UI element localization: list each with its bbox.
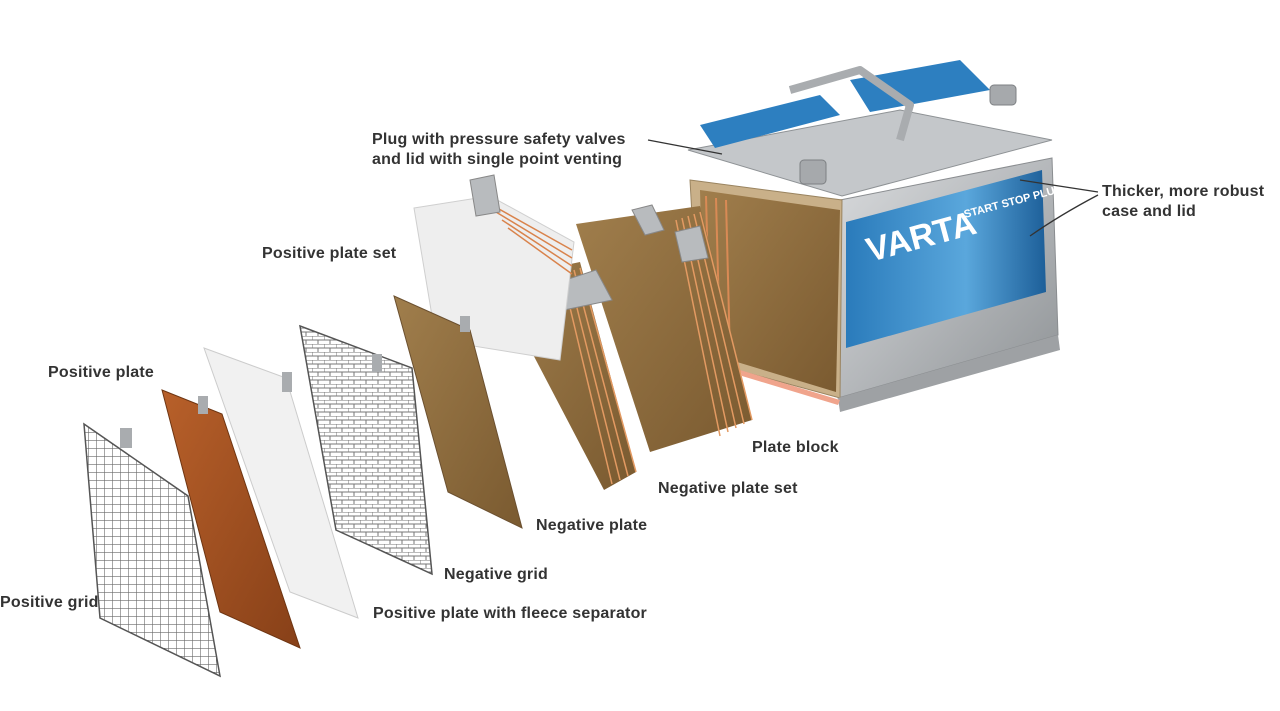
positive-grid-illustration bbox=[83, 422, 221, 678]
positive-plate-set-illustration bbox=[413, 174, 575, 361]
positive-plate-illustration bbox=[161, 389, 301, 649]
leader-lines bbox=[647, 139, 1099, 237]
plug-leader-line bbox=[647, 139, 723, 155]
label-negative-plate: Negative plate bbox=[536, 517, 648, 534]
case-leader-line-1 bbox=[1019, 179, 1099, 193]
plate-block-illustration bbox=[576, 204, 753, 452]
label-plate-block: Plate block bbox=[752, 439, 839, 456]
negative-grid-illustration bbox=[299, 324, 433, 576]
label-plug-line1: Plug with pressure safety valves bbox=[372, 131, 626, 148]
label-case-line2: case and lid bbox=[1102, 203, 1196, 220]
label-positive-grid: Positive grid bbox=[0, 594, 99, 611]
label-positive-plate: Positive plate bbox=[48, 364, 154, 381]
case-leader-line-2 bbox=[1029, 194, 1099, 237]
label-negative-plate-set: Negative plate set bbox=[658, 480, 798, 497]
label-positive-plate-set: Positive plate set bbox=[262, 245, 397, 262]
label-plug-line2: and lid with single point venting bbox=[372, 151, 623, 168]
positive-plate-fleece-illustration bbox=[203, 347, 359, 619]
negative-plate-illustration bbox=[393, 295, 523, 529]
label-case-line1: Thicker, more robust bbox=[1102, 183, 1265, 200]
label-negative-grid: Negative grid bbox=[444, 566, 548, 583]
label-positive-plate-fleece: Positive plate with fleece separator bbox=[373, 605, 647, 622]
